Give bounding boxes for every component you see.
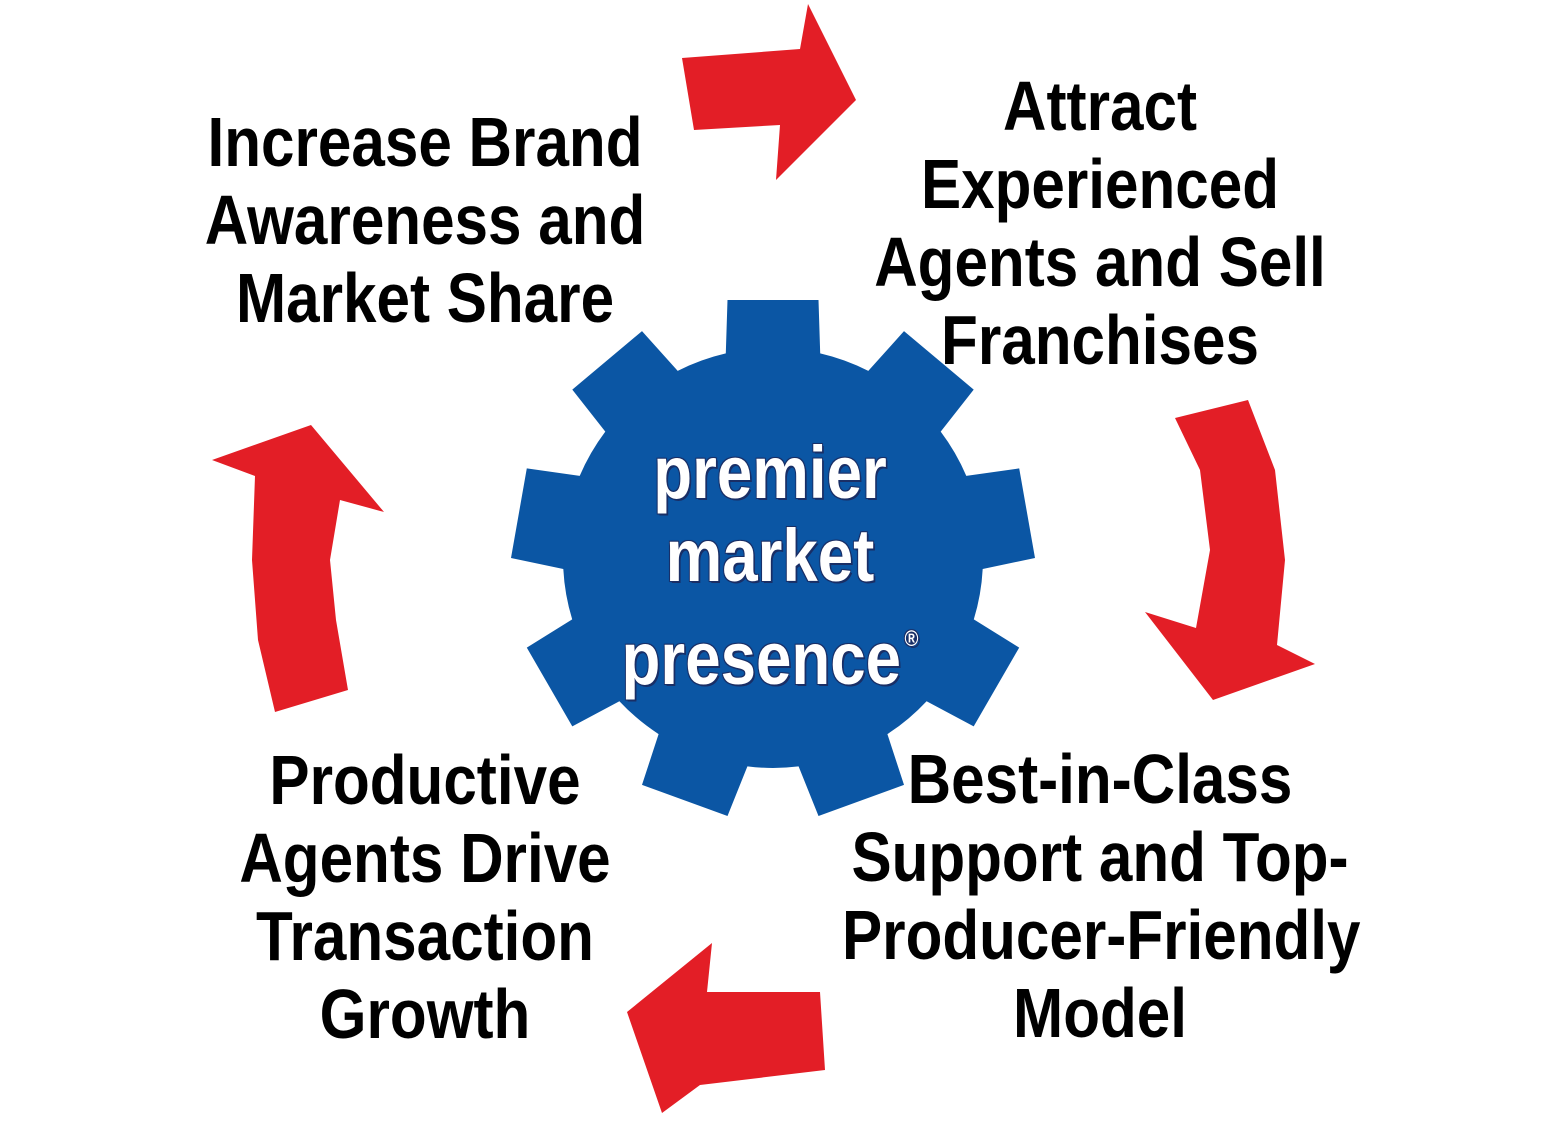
- node-line: Model: [1013, 974, 1187, 1052]
- node-productive-agents: Productive Agents Drive Transaction Grow…: [210, 741, 640, 1053]
- node-line: Transaction: [256, 897, 594, 975]
- node-line: Franchises: [941, 301, 1259, 379]
- arrow-bottom-left-icon: [627, 943, 825, 1113]
- node-line: Experienced: [920, 145, 1280, 223]
- node-line: Best-in-Class: [907, 740, 1293, 818]
- center-text-market: market: [665, 514, 875, 597]
- node-increase-brand-awareness: Increase Brand Awareness and Market Shar…: [197, 103, 653, 337]
- node-line: Awareness and: [204, 181, 646, 259]
- center-text-premier: premier: [653, 431, 887, 514]
- node-line: Attract: [1002, 67, 1198, 145]
- node-line: Market Share: [235, 259, 615, 337]
- node-line: Increase Brand: [207, 103, 643, 181]
- node-line: Agents and Sell: [874, 223, 1326, 301]
- center-text-presence-word: presence: [621, 617, 902, 700]
- node-line: Producer-Friendly: [842, 896, 1361, 974]
- arrow-top-right-icon: [682, 4, 856, 180]
- registered-mark: ®: [904, 626, 919, 651]
- node-line: Support and Top-: [851, 818, 1349, 896]
- arrow-right-down-icon: [1145, 400, 1315, 700]
- node-line: Growth: [319, 975, 531, 1053]
- node-attract-experienced-agents: Attract Experienced Agents and Sell Fran…: [868, 67, 1332, 379]
- node-line: Agents Drive: [239, 819, 611, 897]
- gear-icon: [511, 300, 1035, 816]
- node-best-in-class-support: Best-in-Class Support and Top- Producer-…: [842, 740, 1361, 1052]
- center-text-presence: presence®: [589, 598, 950, 700]
- node-line: Productive: [269, 741, 581, 819]
- arrow-left-up-icon: [212, 425, 384, 712]
